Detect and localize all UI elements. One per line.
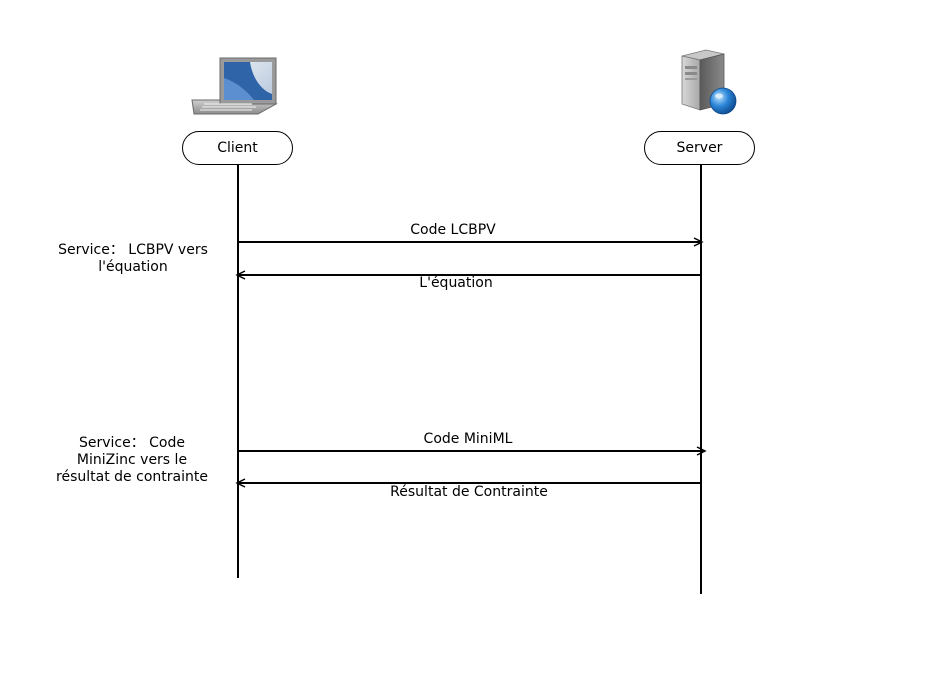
server-icon xyxy=(681,49,737,115)
service-note-2-line-3: résultat de contrainte xyxy=(56,469,208,485)
message-label-1: Code LCBPV xyxy=(410,222,496,238)
service-note-2-line-2: MiniZinc vers le xyxy=(76,452,188,468)
laptop-icon xyxy=(191,57,278,115)
actor-client: Client xyxy=(182,131,293,165)
message-label-3: Code MiniML xyxy=(423,431,513,447)
service-note-1-line-1: Service： LCBPV vers xyxy=(58,242,208,258)
message-label-2: L'équation xyxy=(419,275,493,291)
arrowhead-1 xyxy=(693,237,704,247)
actor-server: Server xyxy=(644,131,755,165)
service-note-1-line-2: l'équation xyxy=(98,259,168,275)
service-note-1: Service： LCBPV vers l'équation xyxy=(48,242,218,276)
arrowhead-4 xyxy=(235,478,246,488)
message-label-4: Résultat de Contrainte xyxy=(390,484,548,500)
service-note-2-line-1: Service： Code xyxy=(78,435,186,451)
actor-server-label: Server xyxy=(676,140,723,156)
actor-client-label: Client xyxy=(217,140,258,156)
arrowhead-3 xyxy=(696,446,707,456)
arrowhead-2 xyxy=(235,270,246,280)
service-note-2: Service： Code MiniZinc vers le résultat … xyxy=(42,435,222,486)
